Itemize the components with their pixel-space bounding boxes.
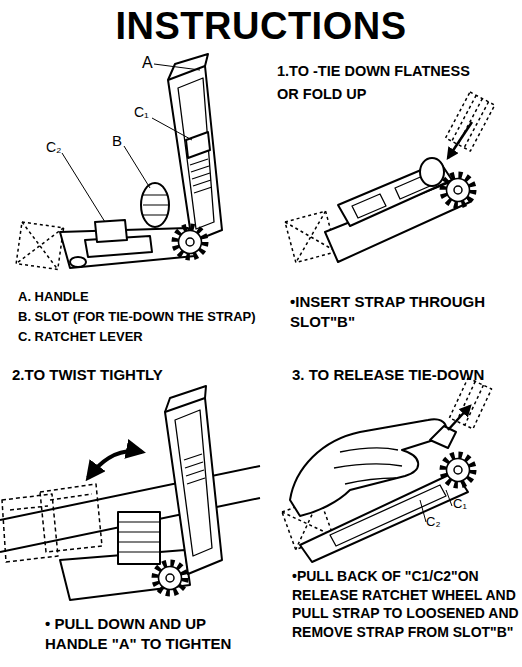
ratchet-illustration [330,485,446,546]
spring [184,454,205,484]
leader-line [62,64,200,222]
strap-end [449,378,491,429]
strap-end [465,385,484,425]
ratchet-illustration [16,54,222,269]
leader-line [154,64,200,70]
strap-end [16,222,63,269]
part-legend: B. SLOT (FOR TIE-DOWN THE STRAP) [18,310,256,325]
step-note: •PULL BACK OF "C1/C2"ON RELEASE RATCHET … [292,567,520,641]
finger-line [334,448,402,484]
callout-letter: B [112,132,122,149]
ratchet-illustration [175,410,212,556]
part-legend: A. HANDLE [18,290,89,305]
ratchet-wheel [443,455,473,485]
ratchet-illustration [0,386,260,600]
leader-line [152,118,192,140]
strap-end [457,381,476,421]
ratchet-illustration [352,175,430,218]
leader-line [420,500,426,522]
ratchet-illustration [178,78,214,229]
spring [190,159,212,193]
ratchet-wheel [155,563,185,593]
ratchet-illustration [285,92,495,263]
ratchet-wheel [175,227,205,257]
strap-end [464,102,488,148]
callout-letter: C₂ [46,139,62,155]
part-legend: C. RATCHET LEVER [18,330,143,345]
hand [290,419,446,516]
leader-line [62,153,105,222]
callout-letter: C₁ [453,497,467,512]
ghost-ratchet [2,484,102,562]
strap-end [16,222,63,269]
strap-end [16,222,63,269]
ghost-ratchet [40,484,102,552]
callout-letter: C₂ [426,515,440,530]
ratchet-illustration [118,522,160,552]
drum [118,512,160,564]
lever-c1 [186,132,210,158]
strap-end [16,222,63,269]
ratchet-wheel [443,175,473,205]
handle [165,398,222,574]
handle [168,66,222,242]
leader-line [446,490,452,506]
motion-arrow [88,451,142,478]
strap-end [446,92,495,151]
lever-c1 [430,426,456,448]
step-note: • PULL DOWN AND UP HANDLE "A" TO TIGHTEN [45,614,270,654]
callout-letter: A [142,54,153,72]
frame-pin [70,257,86,267]
strap-end [449,378,491,429]
strap-end [452,95,476,141]
strap-end [446,92,495,151]
page-title: INSTRUCTIONS [0,2,522,50]
callout-letter: C₁ [134,104,149,120]
lever-c2 [95,220,127,242]
ratchet-illustration [143,195,168,215]
step-heading: 1.TO -TIE DOWN FLATNESS OR FOLD UP [277,60,492,106]
drum [141,183,169,227]
ghost-ratchet [10,494,92,510]
drum [420,158,444,186]
step-heading: 2.TO TWIST TIGHTLY [12,366,163,383]
direction-arrow [448,406,470,430]
step-heading: 3. TO RELEASE TIE-DOWN [292,366,484,383]
ratchet-illustration [282,378,492,562]
leader-line [124,146,150,188]
strap-end [458,99,482,145]
step-note: •INSERT STRAP THROUGH SLOT"B" [290,292,522,332]
